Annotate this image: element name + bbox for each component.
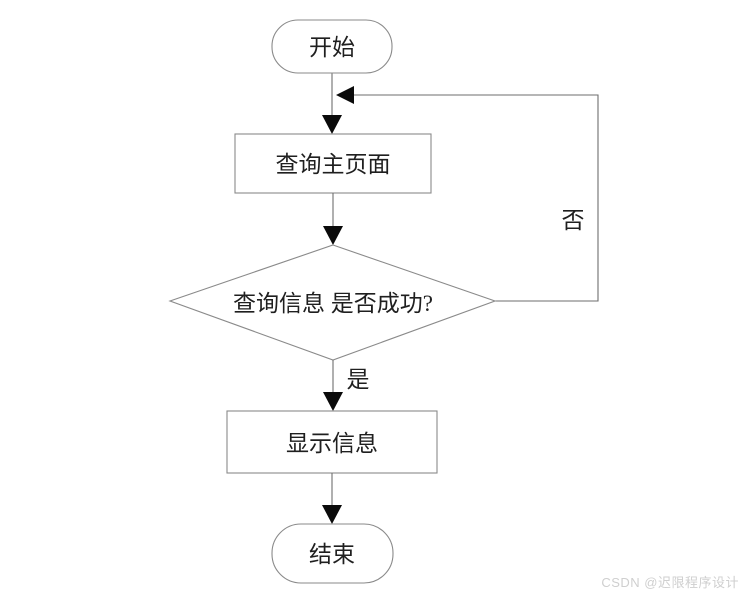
node-query-main-page-label: 查询主页面: [276, 152, 391, 177]
process-shape: [226, 410, 438, 474]
node-display-info-label: 显示信息: [286, 431, 378, 456]
node-start: 开始: [271, 19, 393, 74]
node-query-main-page: 查询主页面: [234, 133, 432, 194]
node-decision-label: 查询信息 是否成功?: [233, 291, 433, 316]
connector-yes: 是: [323, 360, 370, 411]
edge-label-no: 否: [562, 208, 585, 233]
node-decision: 查询信息 是否成功?: [168, 244, 497, 361]
connector-line: [354, 94, 599, 302]
arrowhead-left-icon: [336, 86, 354, 104]
connector-query-to-decision: [323, 193, 343, 245]
terminator-shape: [271, 523, 394, 584]
process-shape: [234, 133, 432, 194]
node-display-info: 显示信息: [226, 410, 438, 474]
arrowhead-down-icon: [322, 115, 342, 134]
arrowhead-down-icon: [323, 226, 343, 245]
node-start-label: 开始: [309, 35, 355, 60]
connector-start-to-query: [322, 73, 342, 134]
node-end-label: 结束: [309, 542, 355, 567]
connector-no-loop: 否: [336, 86, 599, 302]
csdn-watermark: CSDN @迟限程序设计: [601, 575, 739, 590]
connector-display-to-end: [322, 473, 342, 524]
arrowhead-down-icon: [322, 505, 342, 524]
node-end: 结束: [271, 523, 394, 584]
edge-label-yes: 是: [347, 367, 370, 392]
arrowhead-down-icon: [323, 392, 343, 411]
terminator-shape: [271, 19, 393, 74]
